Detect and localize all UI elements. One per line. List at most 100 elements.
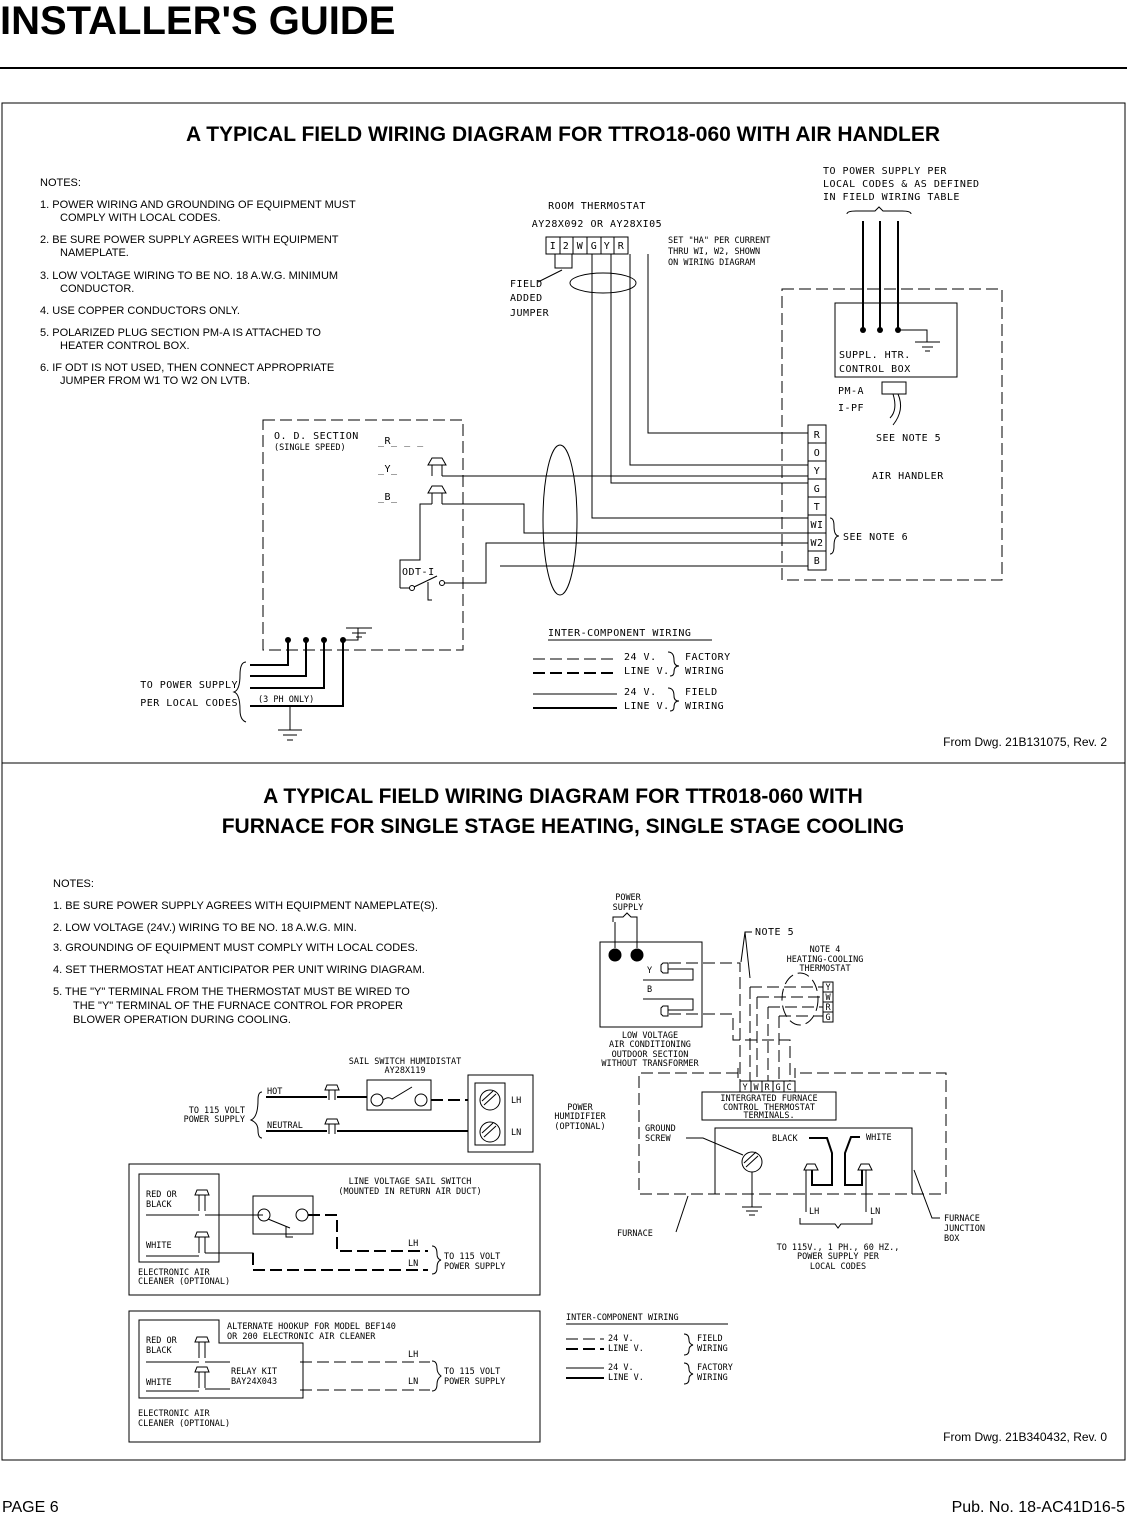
diagram2-title-1: A TYPICAL FIELD WIRING DIAGRAM FOR TTR01… [263,785,863,808]
legend-linev-2: LINE V. [624,701,670,712]
legend2-field-1: FIELD [697,1334,723,1344]
junction-box-3: BOX [944,1234,960,1244]
legend2-24v-2: 24 V. [608,1363,634,1373]
note-3: 3. LOW VOLTAGE WIRING TO BE NO. 18 A.W.G… [40,270,338,282]
plug-pm-a [881,381,907,395]
diagram1-notes: NOTES: 1. POWER WIRING AND GROUNDING OF … [40,177,356,387]
legend2-factory-1: FACTORY [697,1363,733,1373]
od-section-label: O. D. SECTION [274,431,359,442]
power-supply-note-2: LOCAL CODES & AS DEFINED [823,179,980,190]
eac2-alt-2: OR 200 ELECTRONIC AIR CLEANER [227,1332,376,1342]
furnace-lh: LH [809,1207,819,1217]
humidistat-box [366,1079,432,1111]
tstat-terminal-y: Y [825,983,830,993]
eac1-sail-1: LINE VOLTAGE SAIL SWITCH [349,1177,472,1187]
field-jumper [554,254,573,269]
eac2-lh: LH [408,1350,418,1360]
see-note-5: SEE NOTE 5 [876,433,941,444]
humidifier-lh: LH [511,1096,521,1106]
odt-switch [399,520,487,601]
terminal-1: I [550,241,557,252]
hot-label: HOT [267,1087,282,1097]
outdoor-label-4: WITHOUT TRANSFORMER [601,1059,699,1069]
ah-terminal-y: Y [814,466,821,477]
notes-label-2: NOTES: [53,878,94,890]
legend-factory-1: FACTORY [685,652,731,663]
thermostat-label-2: HEATING-COOLING [787,955,864,965]
eac1-red-1: RED OR [146,1190,178,1200]
air-handler-terminal-strip: R O Y G T WI W2 B [807,424,827,571]
legend2-title: INTER-COMPONENT WIRING [566,1313,679,1323]
furnace-terminal-w: W [753,1083,759,1093]
thermostat-label-1: NOTE 4 [810,945,841,955]
power-supply-label-2: SUPPLY [613,903,644,913]
to115-label-2: POWER SUPPLY [184,1115,245,1125]
humidifier-ln: LN [511,1128,521,1138]
junction-box-2: JUNCTION [944,1224,985,1234]
furnace-terminal-g: G [775,1083,780,1093]
air-handler-label: AIR HANDLER [872,471,944,482]
legend2-linev-1: LINE V. [608,1344,644,1354]
see-note-6: SEE NOTE 6 [843,532,908,543]
jumper-label-2: ADDED [510,293,543,304]
humidifier-label-2: HUMIDIFIER [554,1112,606,1122]
outdoor-label-1: LOW VOLTAGE [622,1031,678,1041]
eac2-relay-2: BAY24X043 [231,1377,277,1387]
page-title: INSTALLER'S GUIDE [0,0,395,43]
outdoor-label-3: OUTDOOR SECTION [612,1050,689,1060]
terminal-w: W [577,241,584,252]
terminal-y: Y [604,241,611,252]
legend2-24v-1: 24 V. [608,1334,634,1344]
ha-note-1: SET "HA" PER CURRENT [668,236,770,246]
diagrams-frame [1,102,1126,1461]
eac1-to115-1: TO 115 VOLT [444,1252,500,1262]
note-1: 1. POWER WIRING AND GROUNDING OF EQUIPME… [40,199,356,211]
diagram1-source: From Dwg. 21B131075, Rev. 2 [943,735,1107,749]
ah-terminal-w1: WI [810,520,823,531]
legend-field-1: FIELD [685,687,718,698]
diagram2-source: From Dwg. 21B340432, Rev. 0 [943,1430,1107,1444]
air-handler-box [781,288,1003,581]
power-supply-note-1: TO POWER SUPPLY PER [823,166,947,177]
diagram1-title: A TYPICAL FIELD WIRING DIAGRAM FOR TTRO1… [186,123,940,146]
terminal-g: G [591,241,598,252]
power-ground-icon [278,706,302,741]
eac1-lh: LH [408,1239,418,1249]
humidistat-model: AY28X119 [385,1066,426,1076]
furnace-supply-2: POWER SUPPLY PER [797,1252,880,1262]
eac2-to115-1: TO 115 VOLT [444,1367,500,1377]
legend-factory-2: WIRING [685,666,724,677]
legend2-linev-2: LINE V. [608,1373,644,1383]
diagram2-title-2: FURNACE FOR SINGLE STAGE HEATING, SINGLE… [222,815,905,838]
eac-relay-panel [128,1310,541,1443]
note2-5-cont2: BLOWER OPERATION DURING COOLING. [73,1014,291,1026]
junction-box [714,1127,913,1194]
ah-terminal-w2: W2 [810,538,823,549]
neutral-label: NEUTRAL [267,1121,303,1131]
ground-screw-1: GROUND [645,1124,676,1134]
furnace-label: FURNACE [617,1229,653,1239]
legend-field-2: WIRING [685,701,724,712]
note-6: 6. IF ODT IS NOT USED, THEN CONNECT APPR… [40,362,334,374]
eac2-cleaner-2: CLEANER (OPTIONAL) [138,1419,230,1429]
eac1-ln: LN [408,1259,418,1269]
ground-screw-2: SCREW [645,1134,671,1144]
ha-note-3: ON WIRING DIAGRAM [668,258,755,268]
note2-5: 5. THE "Y" TERMINAL FROM THE THERMOSTAT … [53,986,410,998]
tstat-terminal-r: R [825,1003,831,1013]
note-2: 2. BE SURE POWER SUPPLY AGREES WITH EQUI… [40,234,339,246]
humidifier-label-1: POWER [567,1103,593,1113]
jumper-label-1: FIELD [510,279,543,290]
connector-y [427,457,447,476]
thermostat-label-3: THERMOSTAT [799,964,850,974]
legend-24v-2: 24 V. [624,687,657,698]
eac2-to115-2: POWER SUPPLY [444,1377,505,1387]
note-5-cont: HEATER CONTROL BOX. [60,340,190,352]
furnace-ground-icon [742,1172,762,1216]
wire-w [591,254,808,519]
od-ground-icon [343,627,372,641]
ah-terminal-r: R [814,430,821,441]
diagram-air-handler: A TYPICAL FIELD WIRING DIAGRAM FOR TTRO1… [40,123,1107,749]
wire-y [629,254,808,466]
